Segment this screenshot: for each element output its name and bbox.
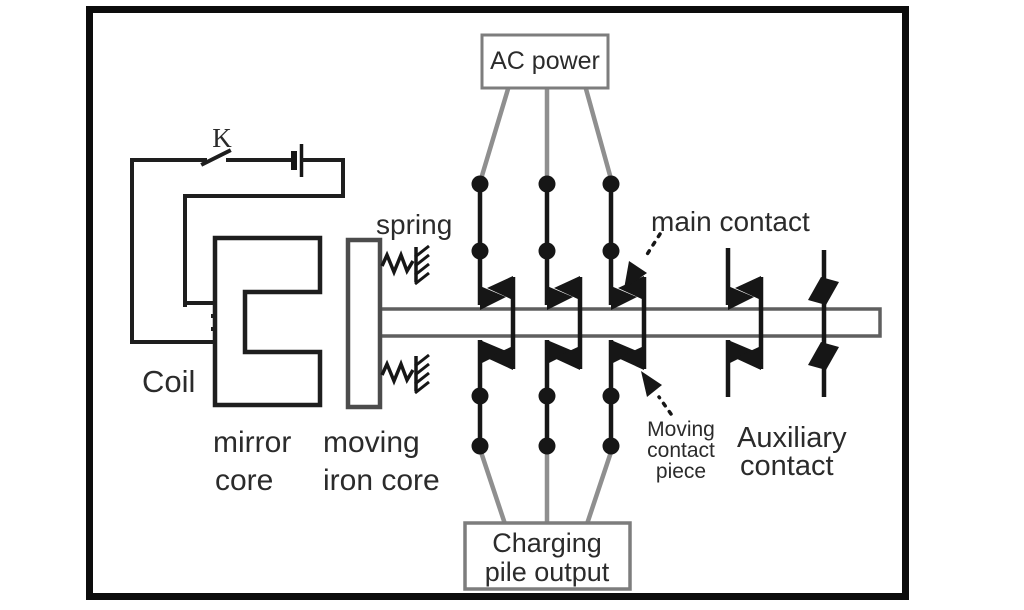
contact-bridge-bar — [371, 307, 882, 338]
mirror-core-label-line1: mirror — [213, 426, 291, 459]
mirror-core-label-line2: core — [215, 464, 273, 497]
auxiliary-contact-no — [725, 248, 764, 397]
terminal-dot — [538, 437, 556, 455]
moving-contact-triangle — [554, 346, 580, 370]
moving-iron-core-label-line1: moving — [323, 426, 420, 459]
terminal-dot — [471, 242, 489, 260]
moving-contact-piece-arrow — [641, 371, 673, 416]
wall-hatch — [414, 271, 430, 286]
wire-right — [183, 158, 345, 307]
ac-power-label: AC power — [490, 47, 600, 75]
moving-contact-triangle — [554, 276, 580, 300]
terminal-dot — [471, 387, 489, 405]
terminal-dot — [602, 175, 620, 193]
nc-contact-block — [808, 277, 839, 305]
arrow-dashed-tail — [644, 232, 662, 258]
output-line — [478, 449, 508, 527]
wall-hatch — [414, 353, 430, 368]
main-contact-pole-2 — [538, 175, 583, 455]
nc-contact-block — [808, 342, 839, 370]
auxiliary-contact-nc — [808, 250, 839, 397]
fixed-contact-triangle — [728, 340, 754, 364]
output-lines — [478, 449, 614, 527]
moving-contact-piece-label-line2: contact — [647, 439, 715, 462]
wall-hatch — [414, 362, 430, 377]
moving-contact-triangle — [487, 346, 513, 370]
charging-pile-output-box — [463, 521, 632, 591]
moving-contact-triangle — [618, 346, 644, 370]
spring-label: spring — [376, 209, 452, 240]
feed-line — [583, 86, 614, 182]
switch-k-blade — [200, 148, 232, 167]
mirror-core-shape — [212, 235, 323, 408]
auxiliary-contact-label-line2: contact — [740, 450, 834, 482]
fixed-contact-triangle — [728, 286, 754, 310]
main-contact-label: main contact — [651, 206, 810, 237]
moving-contact-triangle — [735, 346, 761, 370]
fixed-contact-triangle — [611, 286, 637, 310]
spring-zigzag — [380, 359, 415, 386]
moving-iron-core-label-line2: iron core — [323, 464, 440, 497]
terminal-dot — [602, 437, 620, 455]
fixed-contact-triangle — [547, 286, 573, 310]
ac-power-box — [480, 33, 610, 90]
wall-hatch — [414, 380, 430, 395]
wire-left — [130, 158, 207, 344]
terminal-dot — [538, 175, 556, 193]
charging-output-label-line2: pile output — [485, 557, 610, 587]
output-line — [584, 449, 614, 527]
fixed-contact-triangle — [611, 340, 637, 364]
fixed-contact-triangle — [480, 340, 506, 364]
moving-contact-triangle — [735, 276, 761, 300]
wall-hatch — [414, 371, 430, 386]
arrow-dashed-tail — [657, 395, 673, 416]
moving-iron-core-shape — [345, 237, 383, 410]
wall-hatch — [414, 253, 430, 268]
main-contact-pole-3 — [602, 175, 647, 455]
feed-line — [478, 86, 511, 182]
arrowhead — [624, 261, 647, 289]
wall-hatch — [414, 244, 430, 259]
arrowhead — [641, 371, 662, 397]
main-contact-arrow — [624, 232, 662, 289]
spring-bottom — [380, 353, 430, 395]
wall-hatch — [414, 262, 430, 277]
terminal-dot — [538, 242, 556, 260]
fixed-contact-triangle — [547, 340, 573, 364]
main-contact-pole-1 — [471, 175, 516, 455]
charging-output-label-line1: Charging — [492, 528, 602, 558]
spring-top — [380, 244, 430, 286]
coil-label: Coil — [142, 364, 195, 399]
auxiliary-contact-label-line1: Auxiliary — [737, 422, 847, 454]
terminal-dot — [471, 437, 489, 455]
moving-contact-triangle — [487, 276, 513, 300]
terminal-dot — [538, 387, 556, 405]
terminal-dot — [471, 175, 489, 193]
moving-contact-triangle — [618, 276, 644, 300]
moving-contact-piece-label-line1: Moving — [647, 418, 715, 441]
moving-contact-piece-label-line3: piece — [656, 460, 706, 483]
switch-k-label: K — [212, 123, 232, 153]
terminal-dot — [602, 387, 620, 405]
spring-zigzag — [380, 250, 415, 277]
terminal-dot — [602, 242, 620, 260]
ac-feed-lines — [478, 86, 614, 182]
fixed-contact-triangle — [480, 286, 506, 310]
